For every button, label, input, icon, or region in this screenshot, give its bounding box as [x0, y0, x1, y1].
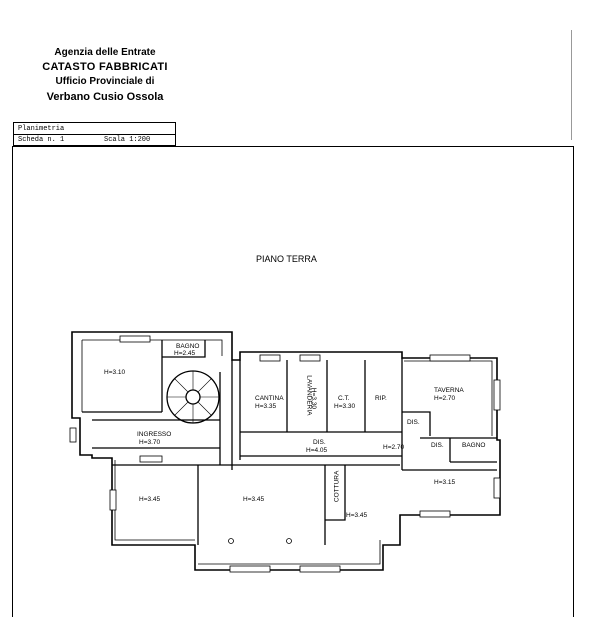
inner-wall — [81, 339, 493, 565]
ingresso-name: INGRESSO — [137, 431, 172, 438]
wall — [402, 411, 431, 436]
dis-label-2: DIS. — [431, 442, 444, 449]
cantina-height: H=3.35 — [255, 403, 277, 410]
window — [419, 510, 451, 518]
window — [493, 477, 501, 499]
window — [109, 489, 117, 511]
bagno-1-height: H=2.45 — [174, 350, 196, 357]
document-type: Planimetria — [18, 125, 65, 133]
lavanderia-height: H=3.30 — [309, 387, 317, 409]
ct-name: C.T. — [338, 395, 350, 402]
window — [119, 335, 151, 343]
room-height-label: H=3.45 — [243, 496, 265, 503]
agency-name: Agenzia delle Entrate — [54, 47, 156, 58]
window — [69, 427, 77, 443]
room-height-label: H=3.45 — [139, 496, 161, 503]
cottura-name: COTTURA — [333, 470, 341, 503]
passage-height: H=2.70 — [383, 444, 405, 451]
window — [299, 565, 341, 573]
window — [229, 565, 271, 573]
taverna-height: H=2.70 — [434, 395, 456, 402]
stair-treads — [167, 371, 219, 423]
cottura-height: H=3.45 — [346, 512, 368, 519]
floor-plan — [69, 331, 501, 573]
window — [429, 354, 471, 362]
rip-name: RIP. — [375, 395, 387, 402]
window — [259, 354, 281, 362]
corridor-height: H=4.05 — [306, 447, 328, 454]
window — [493, 379, 501, 411]
sheet-number: Scheda n. 1 — [18, 136, 65, 144]
cantina-name: CANTINA — [255, 395, 284, 402]
window — [139, 455, 163, 463]
column-marker — [228, 538, 234, 544]
bagno-1-name: BAGNO — [176, 343, 200, 350]
ingresso-height: H=3.70 — [139, 439, 161, 446]
floor-title: PIANO TERRA — [256, 254, 317, 264]
info-row-type: Planimetria — [14, 123, 175, 135]
window — [299, 354, 321, 362]
ct-height: H=3.30 — [334, 403, 356, 410]
room-height-label: H=3.10 — [104, 369, 126, 376]
wall — [162, 340, 206, 358]
room-height-label: H=3.15 — [434, 479, 456, 486]
stair-core — [185, 389, 201, 405]
taverna-name: TAVERNA — [434, 387, 464, 394]
scale-label: Scala 1:200 — [104, 136, 151, 144]
column-marker — [286, 538, 292, 544]
corridor-name: DIS. — [313, 439, 326, 446]
office-label: Ufficio Provinciale di — [55, 76, 155, 87]
document-info-box: Planimetria Scheda n. 1 Scala 1:200 — [13, 122, 176, 146]
outer-wall — [71, 331, 501, 571]
dis-label: DIS. — [407, 419, 420, 426]
province-name: Verbano Cusio Ossola — [46, 91, 164, 103]
registry-name: CATASTO FABBRICATI — [42, 61, 168, 73]
margin-line — [571, 30, 572, 140]
wall — [325, 465, 346, 521]
bagno-2-name: BAGNO — [462, 442, 486, 449]
drawing-frame — [12, 146, 574, 617]
